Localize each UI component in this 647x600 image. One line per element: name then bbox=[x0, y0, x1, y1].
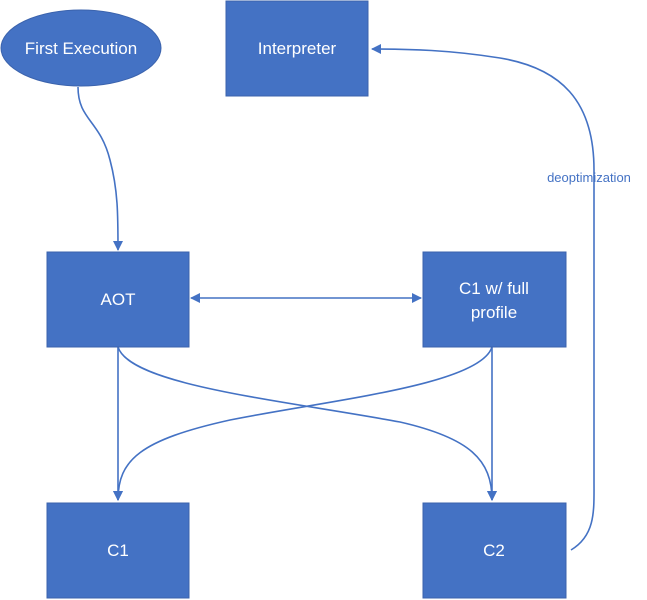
c1-label: C1 bbox=[107, 541, 129, 560]
edge-aot-to-c2 bbox=[117, 346, 497, 501]
c1-full-profile-label-line1: C1 w/ full bbox=[459, 279, 529, 298]
node-c1: C1 bbox=[46, 502, 190, 599]
edge-first-execution-to-aot bbox=[77, 86, 123, 251]
c1-full-profile-label-line2: profile bbox=[471, 303, 517, 322]
edge-deoptimization-c2-to-interpreter bbox=[371, 44, 595, 551]
c2-label: C2 bbox=[483, 541, 505, 560]
node-c1-full-profile: C1 w/ full profile bbox=[422, 251, 567, 348]
interpreter-label: Interpreter bbox=[258, 39, 337, 58]
deoptimization-label: deoptimization bbox=[547, 170, 631, 185]
node-aot: AOT bbox=[46, 251, 190, 348]
edge-c1-full-profile-to-c1 bbox=[113, 346, 493, 501]
node-first-execution: First Execution bbox=[0, 9, 162, 87]
node-c2: C2 bbox=[422, 502, 567, 599]
first-execution-label: First Execution bbox=[25, 39, 137, 58]
aot-label: AOT bbox=[101, 290, 136, 309]
node-interpreter: Interpreter bbox=[225, 0, 369, 97]
